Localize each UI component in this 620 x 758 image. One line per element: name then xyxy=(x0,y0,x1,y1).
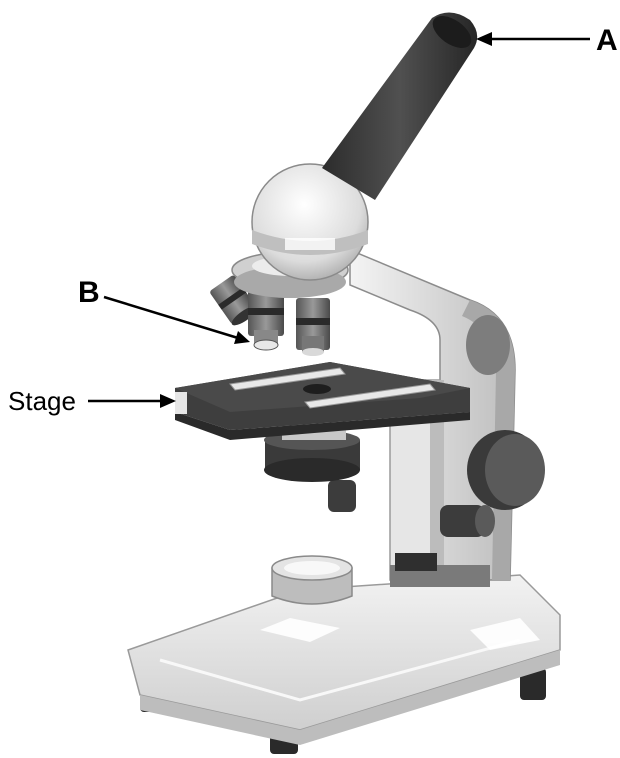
label-stage: Stage xyxy=(8,386,76,416)
eyepiece-tube xyxy=(322,10,477,200)
label-a: A xyxy=(596,24,618,57)
arrow-stage xyxy=(88,394,176,408)
arrow-a xyxy=(476,32,590,46)
light-source xyxy=(272,556,352,604)
label-b: B xyxy=(78,276,100,309)
microscope-base xyxy=(128,575,560,754)
